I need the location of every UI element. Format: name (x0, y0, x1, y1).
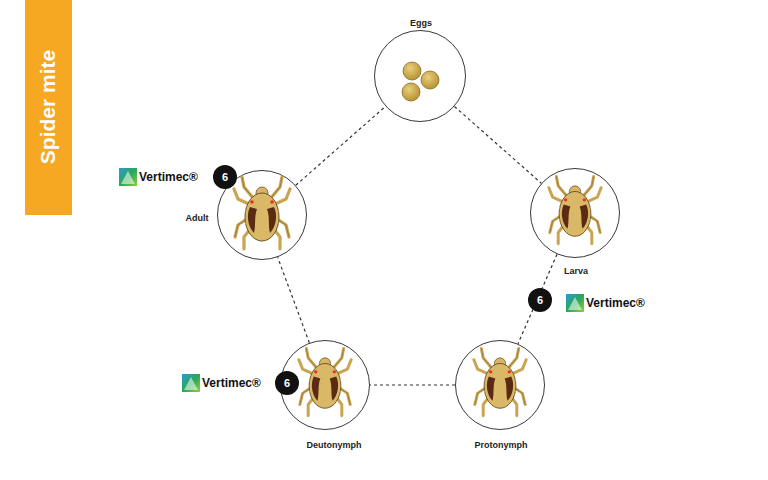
brand-icon-mark (184, 377, 198, 390)
deutonymph-drawing (299, 349, 351, 416)
stage-label: Deutonymph (307, 440, 362, 450)
stage-circle: Larva (530, 168, 620, 258)
larva-drawing (549, 177, 601, 244)
adult-drawing (234, 177, 290, 249)
brand-icon (566, 294, 584, 312)
stage-label: Larva (564, 266, 588, 276)
brand-icon (182, 374, 200, 392)
callout-number: 6 (528, 288, 552, 312)
cycle-connector (370, 384, 455, 385)
diagram-title: Spider mite (36, 50, 60, 164)
callout-number: 6 (213, 165, 237, 189)
stage-circle: Eggs (374, 30, 466, 122)
cycle-connector (518, 254, 557, 344)
stage-label: Eggs (410, 18, 432, 28)
cycle-connector (278, 257, 310, 343)
brand-icon-mark (568, 297, 582, 310)
brand-name: Vertimec® (586, 296, 645, 310)
protonymph-drawing (474, 349, 526, 416)
stage-label: Protonymph (475, 440, 528, 450)
brand-icon (119, 168, 137, 186)
cycle-connector (454, 106, 541, 183)
brand-name: Vertimec® (202, 376, 261, 390)
stage-circle: Protonymph (455, 340, 545, 430)
cycle-connector (296, 106, 386, 185)
eggs-drawing (402, 62, 439, 101)
brand-icon-mark (121, 171, 135, 184)
brand-name: Vertimec® (139, 170, 198, 184)
stage-label: Adult (186, 213, 209, 223)
callout-number: 6 (275, 371, 299, 395)
